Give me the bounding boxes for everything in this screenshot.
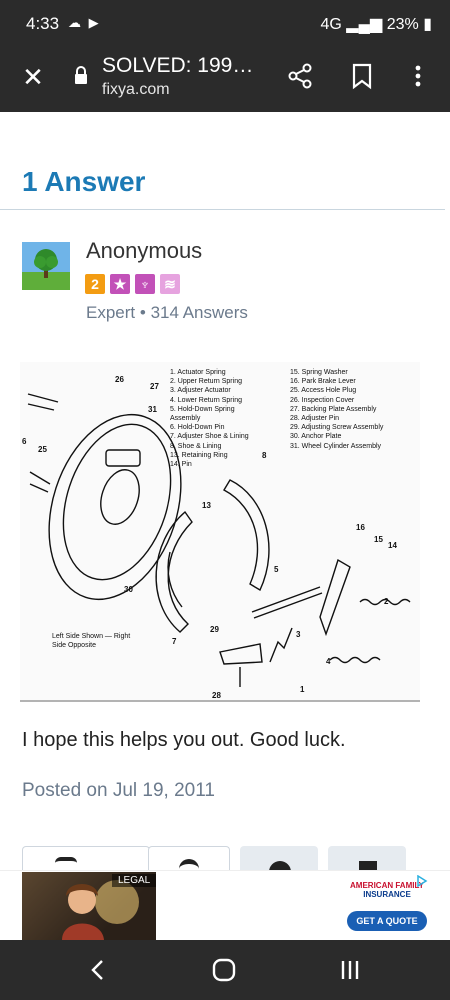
recent-apps-icon[interactable] <box>336 956 364 984</box>
bookmark-icon[interactable] <box>350 62 374 90</box>
legend-item: 25. Access Hole Plug <box>290 387 357 395</box>
more-menu-icon[interactable] <box>410 62 426 90</box>
status-right: 4G ▂▄▆ 23% ▮ <box>321 14 433 34</box>
legend-item: 14. Pin <box>170 461 192 469</box>
divider <box>0 209 445 210</box>
author-name[interactable]: Anonymous <box>86 238 203 263</box>
legend-item: 4. Lower Return Spring <box>170 396 242 404</box>
author-badges: 2 ★ ♆ ≋ <box>85 274 180 294</box>
legend-item: Assembly <box>170 415 201 423</box>
separator-dot: • <box>139 303 151 322</box>
battery-icon: ▮ <box>423 16 432 33</box>
ad-banner[interactable]: LEGAL AMERICAN FAMILY INSURANCE GET A QU… <box>0 870 450 941</box>
ad-brand-line1: AMERICAN FAMILY <box>350 881 424 890</box>
callout-31: 31 <box>148 405 157 414</box>
legend-item: 16. Park Brake Lever <box>290 378 356 386</box>
callout-6: 6 <box>22 437 27 446</box>
callout-4: 4 <box>326 657 331 666</box>
diagram-legend-left: 1. Actuator Spring 2. Upper Return Spring… <box>170 368 288 469</box>
legend-item: 31. Wheel Cylinder Assembly <box>290 442 382 450</box>
callout-3: 3 <box>296 630 301 639</box>
legend-item: 6. Hold-Down Pin <box>170 424 225 432</box>
callout-15: 15 <box>374 535 383 544</box>
callout-5: 5 <box>274 565 279 574</box>
adchoices-icon[interactable] <box>416 875 428 887</box>
network-type: 4G <box>320 16 342 33</box>
brake-assembly-drawing: 26 27 31 6 25 8 13 30 7 16 15 14 5 2 29 … <box>22 375 411 700</box>
legend-item: 1. Actuator Spring <box>170 369 226 376</box>
legend-item: 27. Backing Plate Assembly <box>290 405 377 413</box>
callout-28: 28 <box>212 691 221 700</box>
ad-image[interactable]: LEGAL <box>22 872 156 940</box>
ad-brand-logo[interactable]: AMERICAN FAMILY INSURANCE <box>347 881 427 899</box>
ad-brand-line2: INSURANCE <box>363 890 411 899</box>
callout-2: 2 <box>384 597 389 606</box>
legend-item: 7. Adjuster Shoe & Lining <box>170 433 249 441</box>
ad-legal-tag: LEGAL <box>112 874 156 887</box>
legend-item: 28. Adjuster Pin <box>290 415 340 423</box>
lock-icon <box>75 66 87 84</box>
answers-heading: 1 Answer <box>22 166 146 197</box>
author-answers-count[interactable]: 314 Answers <box>150 303 248 322</box>
system-nav-bar <box>0 940 450 1000</box>
answer-text: I hope this helps you out. Good luck. <box>22 729 346 751</box>
callout-16: 16 <box>356 523 365 532</box>
legend-item: 5. Hold-Down Spring <box>170 405 235 413</box>
thumbs-up-icon <box>55 857 77 879</box>
callout-25: 25 <box>38 445 47 454</box>
close-icon[interactable]: ✕ <box>22 62 44 92</box>
page-title[interactable]: SOLVED: 199… <box>102 54 254 77</box>
ad-photo <box>62 880 139 940</box>
battery-percent: 23% <box>386 16 419 33</box>
callout-7: 7 <box>172 637 177 646</box>
legend-item: 26. Inspection Cover <box>290 396 355 404</box>
star-badge-icon: ★ <box>110 274 130 294</box>
brake-diagram-image: 26 27 31 6 25 8 13 30 7 16 15 14 5 2 29 … <box>20 362 420 702</box>
diagram-side-note: Left Side Shown — Right Side Opposite <box>52 633 131 649</box>
callout-30: 30 <box>124 585 133 594</box>
share-icon[interactable] <box>286 62 314 90</box>
legend-item: 3. Adjuster Actuator <box>170 387 231 395</box>
notification-icons: ☁ ▶ <box>68 15 101 30</box>
signal-icon: ▂▄▆ <box>346 16 383 33</box>
legend-item: 13. Retaining Ring <box>170 451 228 459</box>
legend-item: 8. Shoe & Lining <box>170 442 222 450</box>
back-icon[interactable] <box>85 956 111 984</box>
legend-item: 29. Adjusting Screw Assembly <box>290 424 384 432</box>
comment-icon <box>179 859 199 880</box>
home-icon[interactable] <box>210 956 238 984</box>
status-time: 4:33 <box>26 14 60 33</box>
tree-avatar-icon <box>22 242 70 290</box>
legend-item: 15. Spring Washer <box>290 369 348 376</box>
callout-26: 26 <box>115 375 124 384</box>
callout-14: 14 <box>388 541 397 550</box>
callout-8: 8 <box>262 451 267 460</box>
rank-badge-icon: ≋ <box>160 274 180 294</box>
level-badge: 2 <box>85 274 105 294</box>
status-bar: 4:33 ☁ ▶ 4G ▂▄▆ 23% ▮ <box>0 0 450 48</box>
legend-item: 30. Anchor Plate <box>290 433 342 441</box>
page-domain[interactable]: fixya.com <box>102 81 170 98</box>
posted-date: Posted on Jul 19, 2011 <box>22 780 215 801</box>
author-role-label: Expert <box>86 303 136 322</box>
callout-1: 1 <box>300 685 305 694</box>
author-role: Expert • 314 Answers <box>86 303 248 323</box>
browser-toolbar: ✕ SOLVED: 199… fixya.com <box>0 48 450 112</box>
ad-cta-button[interactable]: GET A QUOTE <box>347 911 427 931</box>
callout-27: 27 <box>150 382 159 391</box>
callout-29: 29 <box>210 625 219 634</box>
callout-13: 13 <box>202 501 211 510</box>
avatar[interactable] <box>22 242 70 290</box>
trophy-badge-icon: ♆ <box>135 274 155 294</box>
legend-item: 2. Upper Return Spring <box>170 378 242 386</box>
